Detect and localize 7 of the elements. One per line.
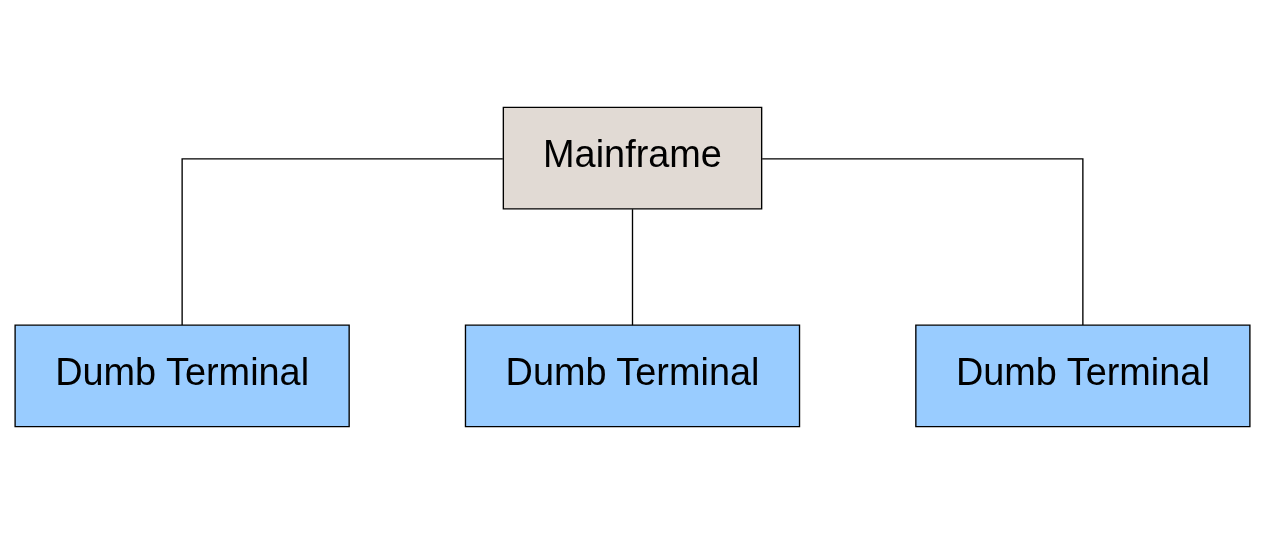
node-box: Dumb Terminal <box>915 324 1251 428</box>
connector <box>631 208 634 326</box>
connector <box>181 158 504 326</box>
node-box: Mainframe <box>502 106 763 210</box>
connector <box>761 158 1084 326</box>
node-box: Dumb Terminal <box>14 324 350 428</box>
node-box: Dumb Terminal <box>464 324 801 428</box>
